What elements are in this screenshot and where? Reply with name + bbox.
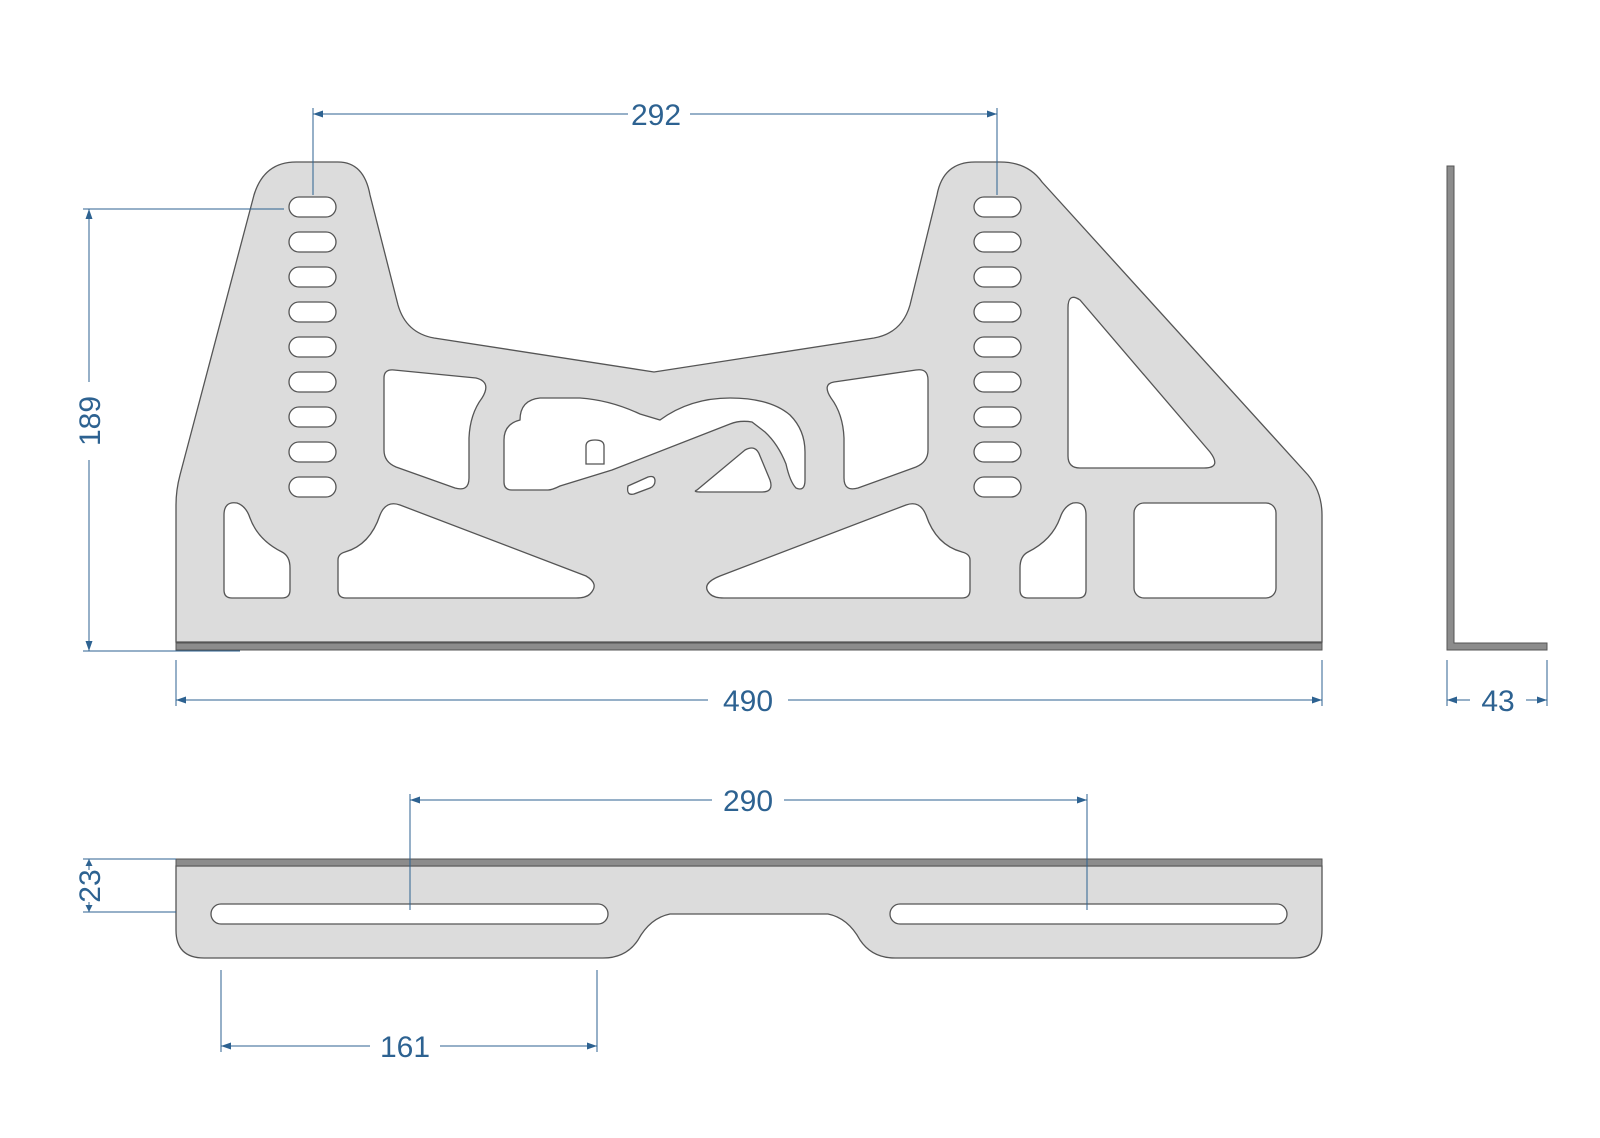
cutout-center-right-window	[826, 369, 929, 490]
slot-hole	[288, 231, 337, 253]
right-slot-column	[973, 196, 1022, 498]
slot-hole	[973, 476, 1022, 498]
cutout-logo-tab	[585, 439, 605, 465]
cutout-logo	[503, 397, 806, 491]
cutout-bottom-right-small	[1019, 502, 1087, 599]
slot-hole	[973, 231, 1022, 253]
dimension-label-43: 43	[1481, 685, 1514, 718]
cutout-left-window	[383, 369, 487, 490]
side-plate-bottom-edge	[175, 642, 1323, 651]
cutout-bottom-left-small	[223, 502, 291, 599]
end-view-profile	[1446, 165, 1548, 651]
slot-hole	[288, 406, 337, 428]
cutout-bottom-left-triangle	[337, 503, 595, 599]
top-view	[175, 858, 1323, 959]
slot-hole	[288, 196, 337, 218]
dimension-label-490: 490	[723, 685, 773, 718]
slot-hole	[288, 266, 337, 288]
dimension-label-290: 290	[723, 785, 773, 818]
cutout-logo-arrow	[694, 447, 772, 493]
flange-slot-right	[889, 903, 1288, 925]
flange-top-edge	[175, 858, 1323, 867]
cutout-logo-small	[626, 475, 656, 495]
slot-hole	[973, 196, 1022, 218]
dimension-label-292: 292	[631, 99, 681, 132]
dimension-23: 23	[74, 858, 176, 913]
dimension-label-161: 161	[380, 1031, 430, 1064]
slot-hole	[973, 336, 1022, 358]
slot-hole	[973, 441, 1022, 463]
dimension-43: 43	[1446, 660, 1548, 718]
dimension-label-23: 23	[74, 869, 107, 902]
dimension-161: 161	[220, 970, 598, 1064]
slot-hole	[288, 441, 337, 463]
left-slot-column	[288, 196, 337, 498]
slot-hole	[973, 406, 1022, 428]
slot-hole	[973, 266, 1022, 288]
slot-hole	[973, 301, 1022, 323]
dimension-290: 290	[409, 785, 1088, 910]
cutout-right-triangle	[1067, 296, 1216, 469]
slot-hole	[288, 476, 337, 498]
end-view	[1446, 165, 1548, 651]
slot-hole	[973, 371, 1022, 393]
dimension-490: 490	[175, 660, 1323, 718]
dimension-292: 292	[312, 99, 998, 195]
slot-hole	[288, 301, 337, 323]
cutout-bottom-center-triangle	[706, 503, 971, 599]
slot-hole	[288, 336, 337, 358]
slot-hole	[288, 371, 337, 393]
dimension-label-189: 189	[74, 396, 107, 446]
flange-outline	[175, 865, 1323, 959]
cutout-bottom-right-rect	[1133, 502, 1277, 599]
side-view	[175, 161, 1323, 651]
dimension-189: 189	[74, 208, 284, 652]
